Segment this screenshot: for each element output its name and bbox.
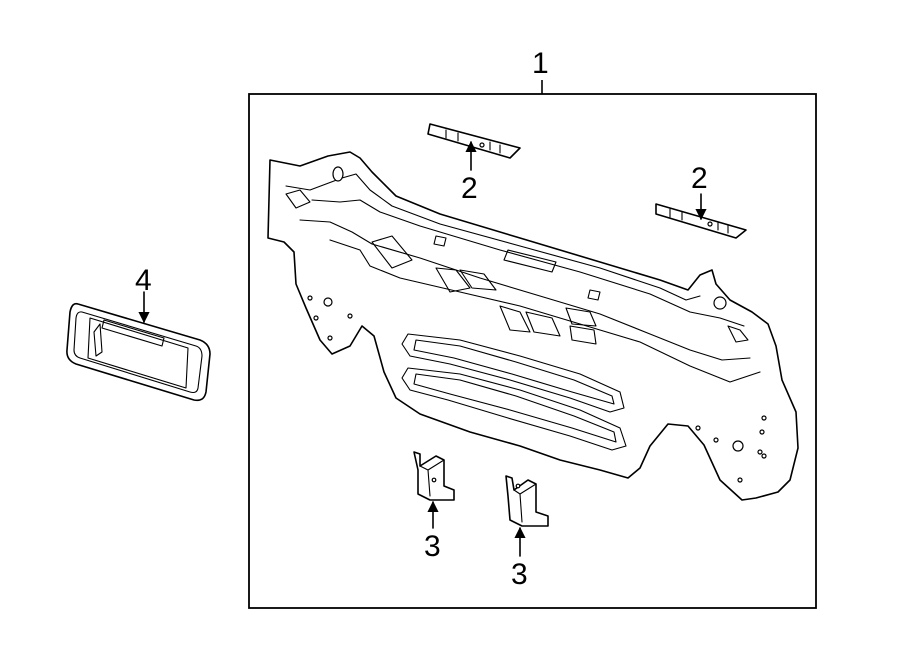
callout-1-label: 1: [532, 47, 549, 80]
callout-3-left-label: 3: [424, 530, 441, 563]
rear-body-panel[interactable]: [267, 151, 799, 501]
bracket-right[interactable]: [505, 475, 549, 527]
reinforcement-left[interactable]: [427, 123, 521, 159]
callout-2-left-label: 2: [461, 172, 478, 205]
callout-4-label: 4: [135, 264, 152, 297]
reinforcement-right[interactable]: [655, 203, 747, 239]
bracket-left[interactable]: [413, 451, 455, 501]
callout-2-right-label: 2: [691, 162, 708, 195]
assembly-frame: [248, 93, 817, 609]
vent-grille[interactable]: [66, 302, 211, 402]
callout-3-right-label: 3: [511, 558, 528, 591]
